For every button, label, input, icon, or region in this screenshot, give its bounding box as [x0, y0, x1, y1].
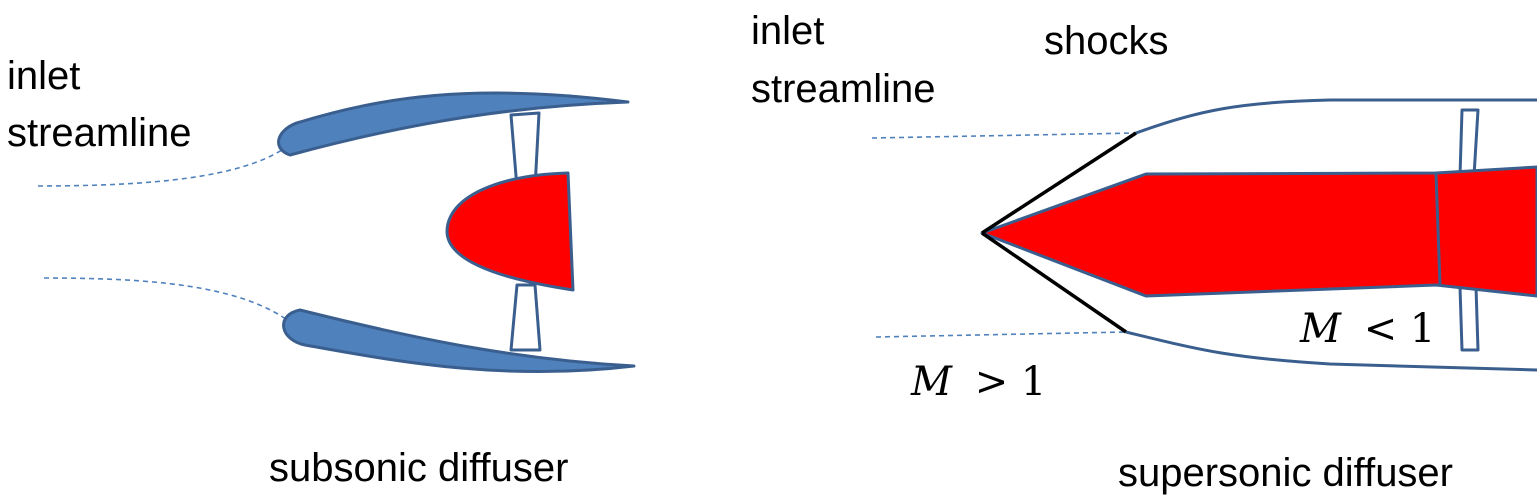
supersonic-streamline-label-line2: streamline: [751, 67, 936, 111]
subsonic-fan-blade-lower: [509, 283, 542, 352]
supersonic-upper-streamline: [871, 132, 1137, 139]
mach-upstream-var: M: [910, 359, 953, 405]
mach-upstream-label: M > 1: [910, 359, 1046, 405]
mach-downstream-label: M < 1: [1299, 306, 1435, 352]
supersonic-fan-blade-upper: [1458, 108, 1480, 178]
mach-downstream-var: M: [1299, 306, 1342, 352]
supersonic-centerbody-joint: [1434, 172, 1442, 286]
subsonic-upper-streamline: [37, 147, 286, 187]
subsonic-streamline-label-line1: inlet: [7, 54, 80, 98]
subsonic-lower-streamline: [43, 277, 291, 323]
supersonic-upper-shock: [981, 131, 1137, 235]
shocks-label: shocks: [1044, 19, 1169, 63]
supersonic-lower-shock: [981, 231, 1127, 334]
supersonic-caption: supersonic diffuser: [1118, 451, 1453, 495]
supersonic-diffuser: inlet streamline shocks M > 1 M < 1 supe…: [751, 9, 1537, 495]
subsonic-lower-nacelle: [282, 308, 636, 374]
subsonic-streamline-label-line2: streamline: [7, 111, 192, 155]
supersonic-upper-cowl: [1135, 98, 1537, 135]
subsonic-diffuser: inlet streamline subsonic diffuser: [7, 54, 636, 490]
mach-downstream-rel: < 1: [1364, 306, 1436, 352]
supersonic-centerbody: [980, 165, 1537, 298]
subsonic-spinner: [445, 171, 575, 292]
subsonic-upper-nacelle: [277, 91, 630, 157]
subsonic-caption: subsonic diffuser: [269, 446, 568, 490]
mach-upstream-rel: > 1: [975, 359, 1047, 405]
supersonic-fan-blade-lower: [1458, 285, 1480, 352]
supersonic-lower-streamline: [875, 331, 1127, 338]
supersonic-lower-cowl: [1125, 330, 1537, 372]
supersonic-streamline-label-line1: inlet: [751, 9, 824, 53]
